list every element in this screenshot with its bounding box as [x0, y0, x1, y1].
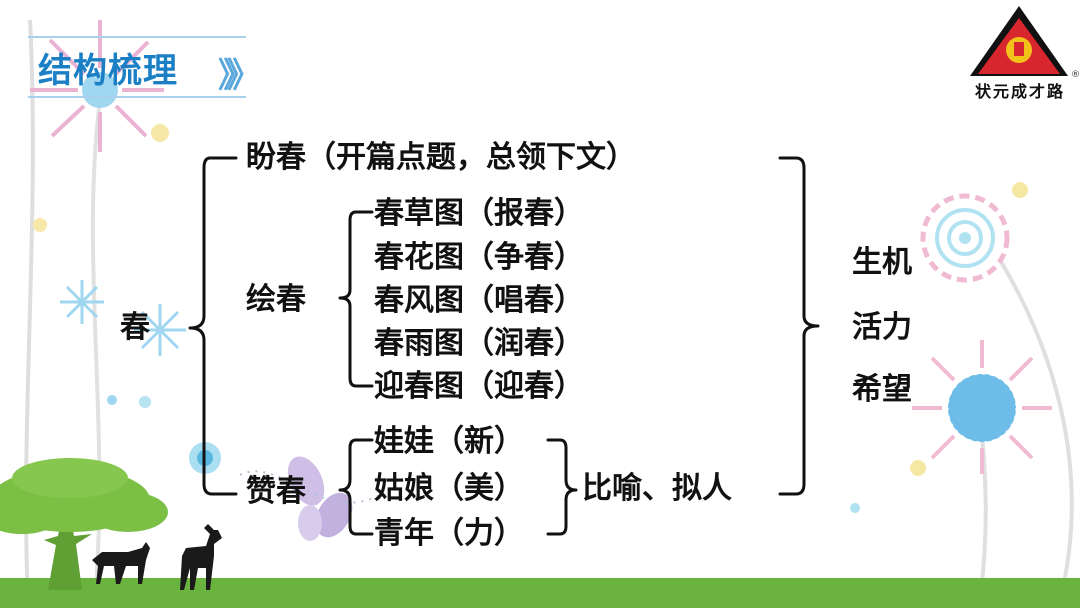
- page-title: 结构梳理: [38, 51, 178, 91]
- publisher-logo: 状元成才路: [960, 4, 1078, 104]
- logo-emblem-icon: [970, 6, 1068, 76]
- branch-panchun: 盼春（开篇点题，总领下文）: [246, 140, 636, 175]
- huichun-item: 春花图（争春）: [374, 240, 584, 275]
- flower-icon: [850, 182, 1074, 601]
- huichun-item: 迎春图（迎春）: [374, 369, 584, 404]
- zanchun-brace: [338, 438, 374, 536]
- grass-strip: [0, 578, 1080, 608]
- zanchun-item: 姑娘（美）: [374, 471, 524, 506]
- deer-icon: [92, 542, 150, 584]
- technique-label: 比喻、拟人: [582, 471, 732, 506]
- huichun-item: 春草图（报春）: [374, 196, 584, 231]
- summary-item: 生机: [852, 245, 912, 280]
- tree-icon: [0, 458, 168, 590]
- deer-icon: [180, 524, 222, 590]
- summary-brace: [778, 156, 820, 496]
- root-brace: [188, 156, 238, 496]
- butterfly-icon: [239, 456, 381, 541]
- huichun-item: 春雨图（润春）: [374, 326, 584, 361]
- summary-item: 活力: [852, 310, 912, 345]
- zanchun-item: 青年（力）: [374, 516, 524, 551]
- huichun-brace: [338, 210, 374, 388]
- huichun-item: 春风图（唱春）: [374, 283, 584, 318]
- branch-zanchun: 赞春: [246, 474, 306, 509]
- registered-mark: ®: [1071, 70, 1080, 80]
- zanchun-item: 娃娃（新）: [374, 424, 524, 459]
- root-node: 春: [120, 310, 150, 345]
- logo-text: 状元成才路: [974, 82, 1065, 101]
- branch-huichun: 绘春: [246, 282, 306, 317]
- technique-brace: [546, 438, 578, 536]
- summary-item: 希望: [852, 372, 912, 407]
